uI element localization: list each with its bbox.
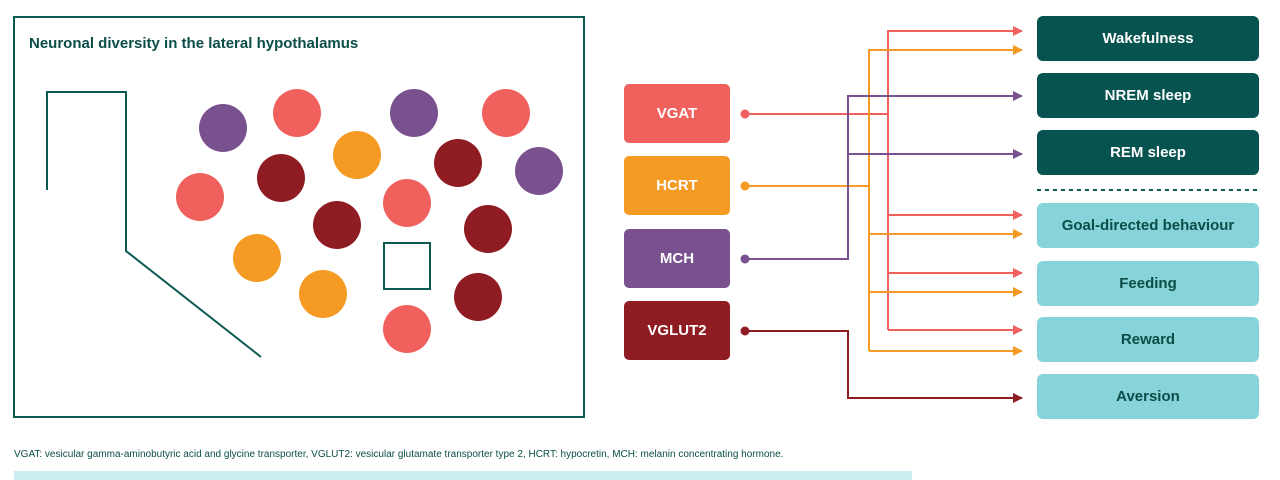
neuron-vglut2 — [313, 201, 361, 249]
neuron-mch — [515, 147, 563, 195]
neuron-vglut2 — [434, 139, 482, 187]
neuron-vglut2 — [257, 154, 305, 202]
vgat-source-dot — [740, 109, 750, 119]
output-reward: Reward — [1037, 317, 1259, 362]
bottom-bar — [14, 471, 912, 480]
mch-source-dot — [740, 254, 750, 264]
output-feeding: Feeding — [1037, 261, 1259, 306]
vglut2-projections — [745, 330, 1023, 403]
neuron-hcrt — [333, 131, 381, 179]
lateral-hypothalamus-panel: Neuronal diversity in the lateral hypoth… — [13, 16, 585, 418]
neuron-vgat — [482, 89, 530, 137]
output-goal-directed-behaviour: Goal-directed behaviour — [1037, 203, 1259, 248]
cell-type-hcrt: HCRT — [624, 156, 730, 215]
connection-lines — [745, 26, 1023, 403]
mch-projections — [745, 91, 1023, 260]
hcrt-source-dot — [740, 181, 750, 191]
output-rem-sleep: REM sleep — [1037, 130, 1259, 175]
neuron-vglut2 — [464, 205, 512, 253]
output-wakefulness: Wakefulness — [1037, 16, 1259, 61]
cell-type-vglut2: VGLUT2 — [624, 301, 730, 360]
panel-title: Neuronal diversity in the lateral hypoth… — [29, 35, 359, 52]
vglut2-source-dot — [740, 326, 750, 336]
output-aversion: Aversion — [1037, 374, 1259, 419]
cell-type-vgat: VGAT — [624, 84, 730, 143]
neuron-vgat — [273, 89, 321, 137]
neuron-vgat — [176, 173, 224, 221]
neuron-hcrt — [233, 234, 281, 282]
cell-type-mch: MCH — [624, 229, 730, 288]
neuron-mch — [390, 89, 438, 137]
region-marker-square — [383, 242, 431, 290]
neuron-cluster — [176, 89, 563, 353]
region-outline — [46, 91, 262, 358]
footnote: VGAT: vesicular gamma-aminobutyric acid … — [14, 449, 784, 460]
neuron-mch — [199, 104, 247, 152]
neuron-vgat — [383, 179, 431, 227]
vgat-projections — [745, 26, 1023, 335]
neuron-vgat — [383, 305, 431, 353]
neuron-hcrt — [299, 270, 347, 318]
output-nrem-sleep: NREM sleep — [1037, 73, 1259, 118]
neuron-vglut2 — [454, 273, 502, 321]
